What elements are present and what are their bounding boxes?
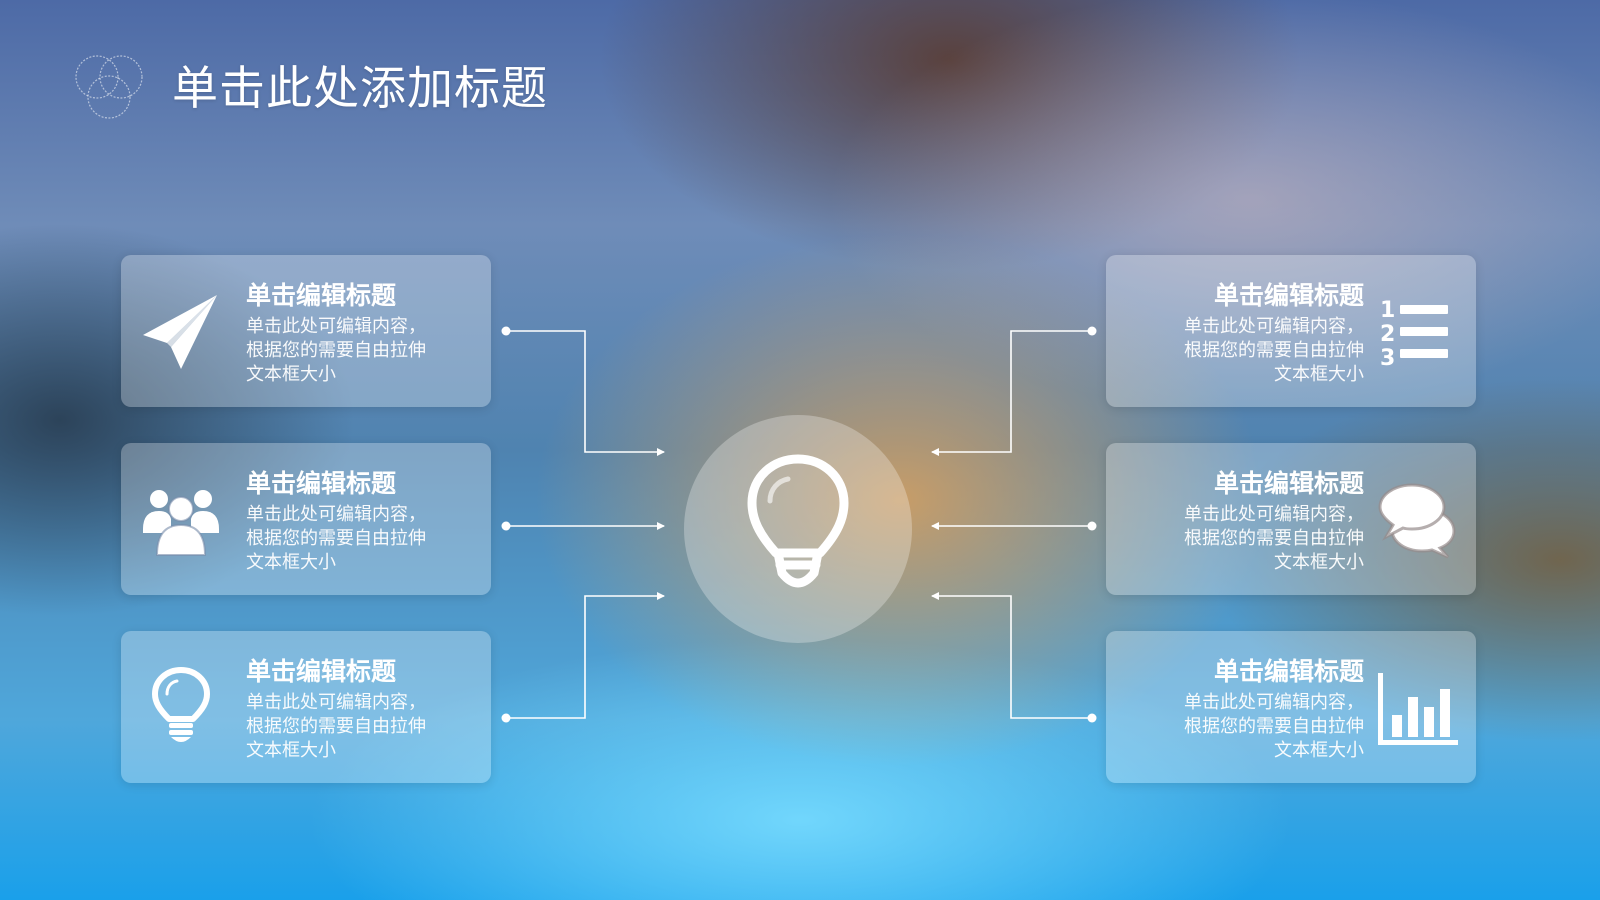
feature-card-5[interactable]: 单击编辑标题 单击此处可编辑内容， 根据您的需要自由拉伸 文本框大小 xyxy=(1106,443,1476,595)
feature-card-6[interactable]: 单击编辑标题 单击此处可编辑内容， 根据您的需要自由拉伸 文本框大小 xyxy=(1106,631,1476,783)
circles-logo-icon xyxy=(75,55,143,119)
card-title[interactable]: 单击编辑标题 xyxy=(246,657,397,686)
card-body[interactable]: 单击此处可编辑内容， 根据您的需要自由拉伸 文本框大小 xyxy=(1184,504,1364,573)
card-body[interactable]: 单击此处可编辑内容， 根据您的需要自由拉伸 文本框大小 xyxy=(1184,692,1364,761)
card-title[interactable]: 单击编辑标题 xyxy=(246,469,397,498)
bar-chart-icon xyxy=(1378,673,1458,745)
feature-card-3[interactable]: 单击编辑标题 单击此处可编辑内容， 根据您的需要自由拉伸 文本框大小 xyxy=(121,631,491,783)
connector-right-bottom xyxy=(931,592,1092,719)
feature-card-2[interactable]: 单击编辑标题 单击此处可编辑内容， 根据您的需要自由拉伸 文本框大小 xyxy=(121,443,491,595)
users-group-icon xyxy=(143,490,219,556)
card-title[interactable]: 单击编辑标题 xyxy=(1213,281,1364,310)
numbered-list-icon: 1 2 3 xyxy=(1380,298,1448,371)
card-body[interactable]: 单击此处可编辑内容， 根据您的需要自由拉伸 文本框大小 xyxy=(1184,316,1364,385)
card-body[interactable]: 单击此处可编辑内容， 根据您的需要自由拉伸 文本框大小 xyxy=(246,692,426,761)
svg-text:2: 2 xyxy=(1380,322,1395,347)
card-title[interactable]: 单击编辑标题 xyxy=(246,281,397,310)
feature-card-4[interactable]: 1 2 3 单击编辑标题 单击此处可编辑内容， 根据您的需要自由拉伸 文本框大小 xyxy=(1106,255,1476,407)
lightbulb-icon xyxy=(152,667,210,742)
svg-text:3: 3 xyxy=(1380,346,1395,371)
chat-bubbles-icon xyxy=(1378,483,1456,559)
feature-card-1[interactable]: 单击编辑标题 单击此处可编辑内容， 根据您的需要自由拉伸 文本框大小 xyxy=(121,255,491,407)
center-hub xyxy=(684,415,912,643)
card-title[interactable]: 单击编辑标题 xyxy=(1213,657,1364,686)
page-title[interactable]: 单击此处添加标题 xyxy=(172,61,548,115)
card-title[interactable]: 单击编辑标题 xyxy=(1213,469,1364,498)
card-body[interactable]: 单击此处可编辑内容， 根据您的需要自由拉伸 文本框大小 xyxy=(246,504,426,573)
connector-right-top xyxy=(931,330,1092,456)
paper-plane-icon xyxy=(143,295,217,369)
card-body[interactable]: 单击此处可编辑内容， 根据您的需要自由拉伸 文本框大小 xyxy=(246,316,426,385)
lightbulb-icon xyxy=(747,454,849,588)
svg-text:1: 1 xyxy=(1380,298,1395,323)
connector-left-top xyxy=(506,330,665,456)
connector-left-bottom xyxy=(506,592,665,719)
